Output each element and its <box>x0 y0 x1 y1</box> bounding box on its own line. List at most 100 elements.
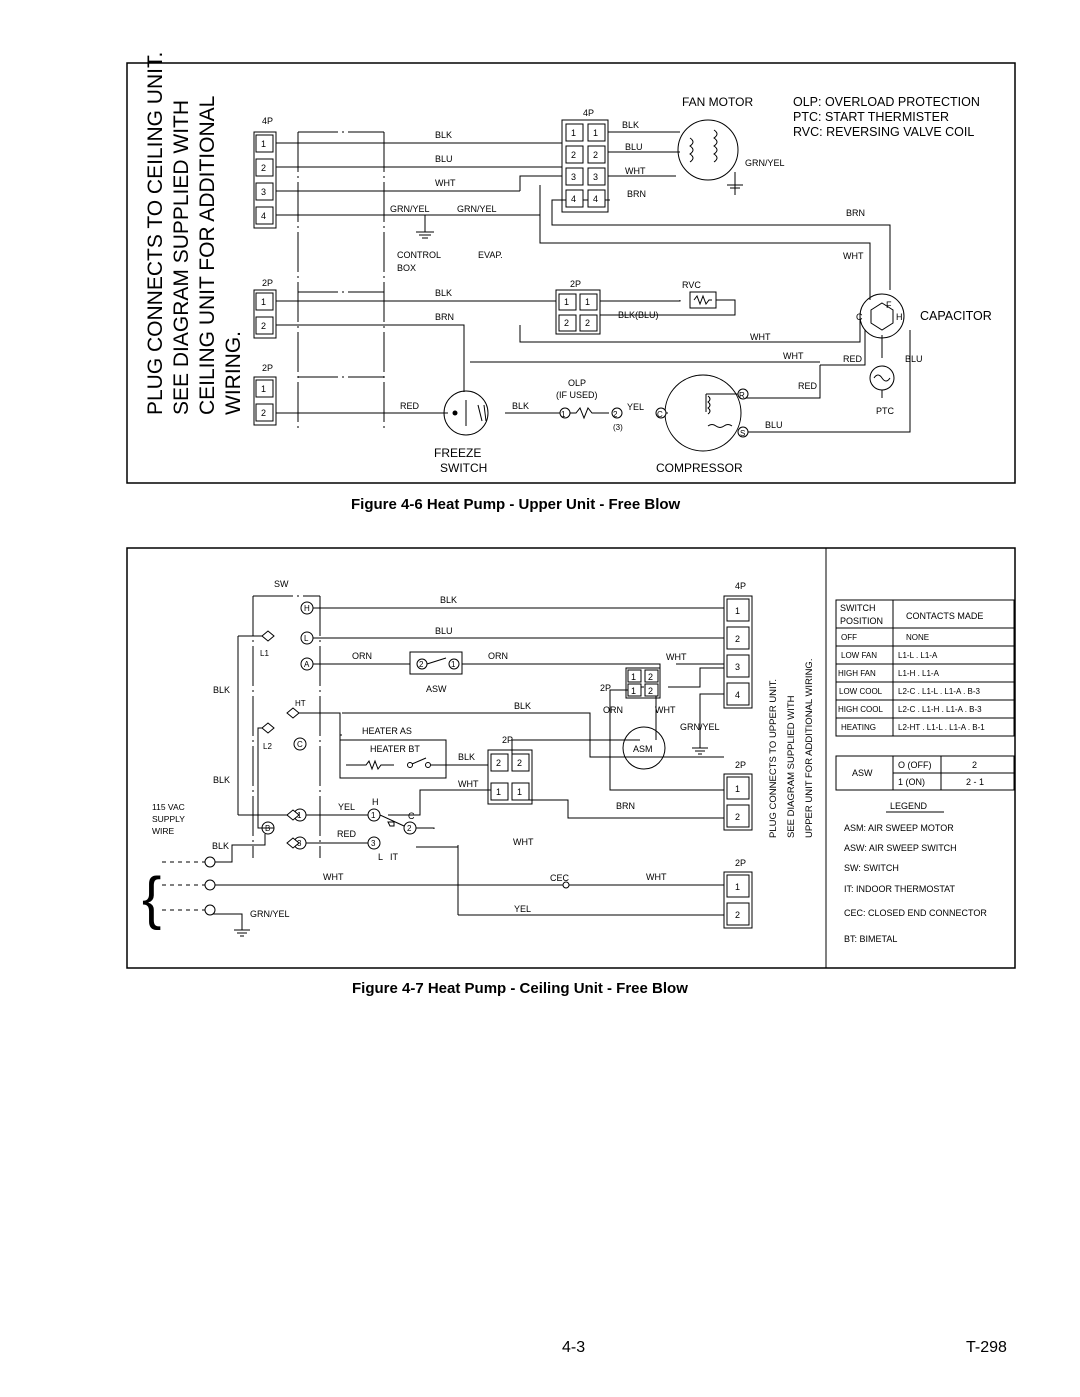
svg-text:2P: 2P <box>502 735 513 745</box>
fig2-switch-outline <box>252 595 321 858</box>
svg-text:4: 4 <box>261 211 266 221</box>
svg-text:HEATING: HEATING <box>841 723 876 732</box>
svg-text:RED: RED <box>337 829 357 839</box>
fig1-connector-4p-upper: 4P 1 1 2 2 3 3 4 4 <box>561 108 609 213</box>
svg-text:GRN/YEL: GRN/YEL <box>390 204 430 214</box>
fig1-connector-4p-left: 4P 1 2 3 4 <box>253 116 277 229</box>
svg-text:2P: 2P <box>735 760 746 770</box>
fig2-switch-terminals: H L A C 1 B 3 L1 L2 HT <box>260 601 314 850</box>
svg-text:L: L <box>304 634 309 643</box>
svg-text:2: 2 <box>593 150 598 160</box>
svg-text:115 VAC: 115 VAC <box>152 802 185 812</box>
svg-text:C: C <box>297 740 303 749</box>
svg-text:1: 1 <box>261 139 266 149</box>
svg-text:RVC: REVERSING VALVE COIL: RVC: REVERSING VALVE COIL <box>793 125 974 139</box>
svg-text:BLU: BLU <box>765 420 783 430</box>
svg-text:O (OFF): O (OFF) <box>898 760 932 770</box>
svg-text:2P: 2P <box>262 363 273 373</box>
svg-text:2: 2 <box>571 150 576 160</box>
svg-text:(IF USED): (IF USED) <box>556 390 598 400</box>
svg-text:L: L <box>378 852 383 862</box>
svg-text:4P: 4P <box>583 108 594 118</box>
svg-text:ASM: AIR SWEEP MOTOR: ASM: AIR SWEEP MOTOR <box>844 823 954 833</box>
svg-text:4: 4 <box>735 690 740 700</box>
svg-text:4P: 4P <box>262 116 273 126</box>
svg-text:OLP: OLP <box>568 378 586 388</box>
fig1-wires <box>276 131 911 433</box>
svg-text:UPPER UNIT FOR ADDITIONAL WIRI: UPPER UNIT FOR ADDITIONAL WIRING. <box>804 659 815 838</box>
svg-text:1: 1 <box>735 784 740 794</box>
svg-text:2: 2 <box>613 410 618 419</box>
fan-motor-icon <box>677 119 743 189</box>
svg-text:BLU: BLU <box>435 626 453 636</box>
asm-motor-icon: ASM <box>622 726 666 770</box>
svg-text:BLU: BLU <box>905 354 923 364</box>
svg-text:YEL: YEL <box>627 402 644 412</box>
svg-text:1: 1 <box>261 384 266 394</box>
svg-text:BRN: BRN <box>616 801 635 811</box>
fig2-connector-2p-asw: 2P 1 2 1 2 <box>600 667 661 699</box>
svg-text:ASW: ASW <box>426 684 447 694</box>
svg-text:1: 1 <box>561 410 566 419</box>
svg-text:A: A <box>304 660 310 669</box>
svg-text:HIGH FAN: HIGH FAN <box>838 669 876 678</box>
svg-text:L2-C . L1-L . L1-A . B-3: L2-C . L1-L . L1-A . B-3 <box>898 687 981 696</box>
svg-text:BLK: BLK <box>514 701 531 711</box>
svg-text:L1-L . L1-A: L1-L . L1-A <box>898 651 938 660</box>
svg-text:WIRE: WIRE <box>152 826 175 836</box>
svg-text:BLK: BLK <box>435 130 452 140</box>
freeze-switch-icon <box>443 390 489 436</box>
svg-text:2: 2 <box>585 318 590 328</box>
svg-text:1: 1 <box>571 128 576 138</box>
svg-text:S: S <box>740 429 745 438</box>
svg-text:{: { <box>142 866 161 931</box>
svg-text:OFF: OFF <box>841 633 857 642</box>
fig1-connector-2p-a: 2P 1 2 <box>253 278 277 339</box>
svg-text:2: 2 <box>735 634 740 644</box>
svg-text:SWITCH: SWITCH <box>440 461 487 475</box>
page-number: 4-3 <box>562 1339 585 1356</box>
svg-text:BLK(BLU): BLK(BLU) <box>618 310 659 320</box>
switch-position-table: SWITCH POSITION CONTACTS MADE OFF NONE L… <box>835 599 1015 737</box>
compressor-icon: C R S <box>655 374 749 452</box>
svg-text:3: 3 <box>371 839 376 848</box>
svg-text:HIGH COOL: HIGH COOL <box>838 705 883 714</box>
fig1-control-box-outline <box>297 131 385 428</box>
svg-text:2: 2 <box>735 812 740 822</box>
svg-text:CONTACTS MADE: CONTACTS MADE <box>906 611 983 621</box>
svg-text:ORN: ORN <box>603 705 623 715</box>
indoor-thermostat-icon: 1 2 3 H C L IT <box>367 797 417 862</box>
svg-text:2: 2 <box>496 758 501 768</box>
svg-text:BOX: BOX <box>397 263 416 273</box>
svg-text:WHT: WHT <box>458 779 479 789</box>
svg-text:WHT: WHT <box>435 178 456 188</box>
svg-text:1: 1 <box>297 811 302 820</box>
figure2-caption: Figure 4-7 Heat Pump - Ceiling Unit - Fr… <box>352 980 688 997</box>
svg-text:WHT: WHT <box>323 872 344 882</box>
svg-text:3: 3 <box>571 172 576 182</box>
svg-text:BT: BIMETAL: BT: BIMETAL <box>844 934 897 944</box>
svg-text:HEATER BT: HEATER BT <box>370 744 420 754</box>
capacitor-icon: C F H <box>856 293 905 339</box>
svg-text:2: 2 <box>419 660 424 669</box>
svg-text:4: 4 <box>593 194 598 204</box>
svg-text:2: 2 <box>972 760 977 770</box>
svg-text:FREEZE: FREEZE <box>434 446 481 460</box>
svg-text:F: F <box>886 300 892 310</box>
svg-text:LOW COOL: LOW COOL <box>839 687 883 696</box>
fig2-connector-2p-b: 2P 1 2 <box>723 858 753 929</box>
svg-text:RED: RED <box>400 401 420 411</box>
svg-text:L2-C . L1-H . L1-A . B-3: L2-C . L1-H . L1-A . B-3 <box>898 705 982 714</box>
svg-text:OLP: OVERLOAD PROTECTION: OLP: OVERLOAD PROTECTION <box>793 95 980 109</box>
svg-text:BLK: BLK <box>213 685 230 695</box>
asw-switch-icon: 2 1 <box>409 651 463 675</box>
svg-text:GRN/YEL: GRN/YEL <box>745 158 785 168</box>
svg-text:1: 1 <box>593 128 598 138</box>
svg-text:GRN/YEL: GRN/YEL <box>250 909 290 919</box>
svg-text:BLK: BLK <box>512 401 529 411</box>
svg-text:2: 2 <box>261 163 266 173</box>
svg-text:3: 3 <box>593 172 598 182</box>
svg-text:3: 3 <box>735 662 740 672</box>
ground-icon <box>416 215 434 239</box>
svg-text:1: 1 <box>496 787 501 797</box>
